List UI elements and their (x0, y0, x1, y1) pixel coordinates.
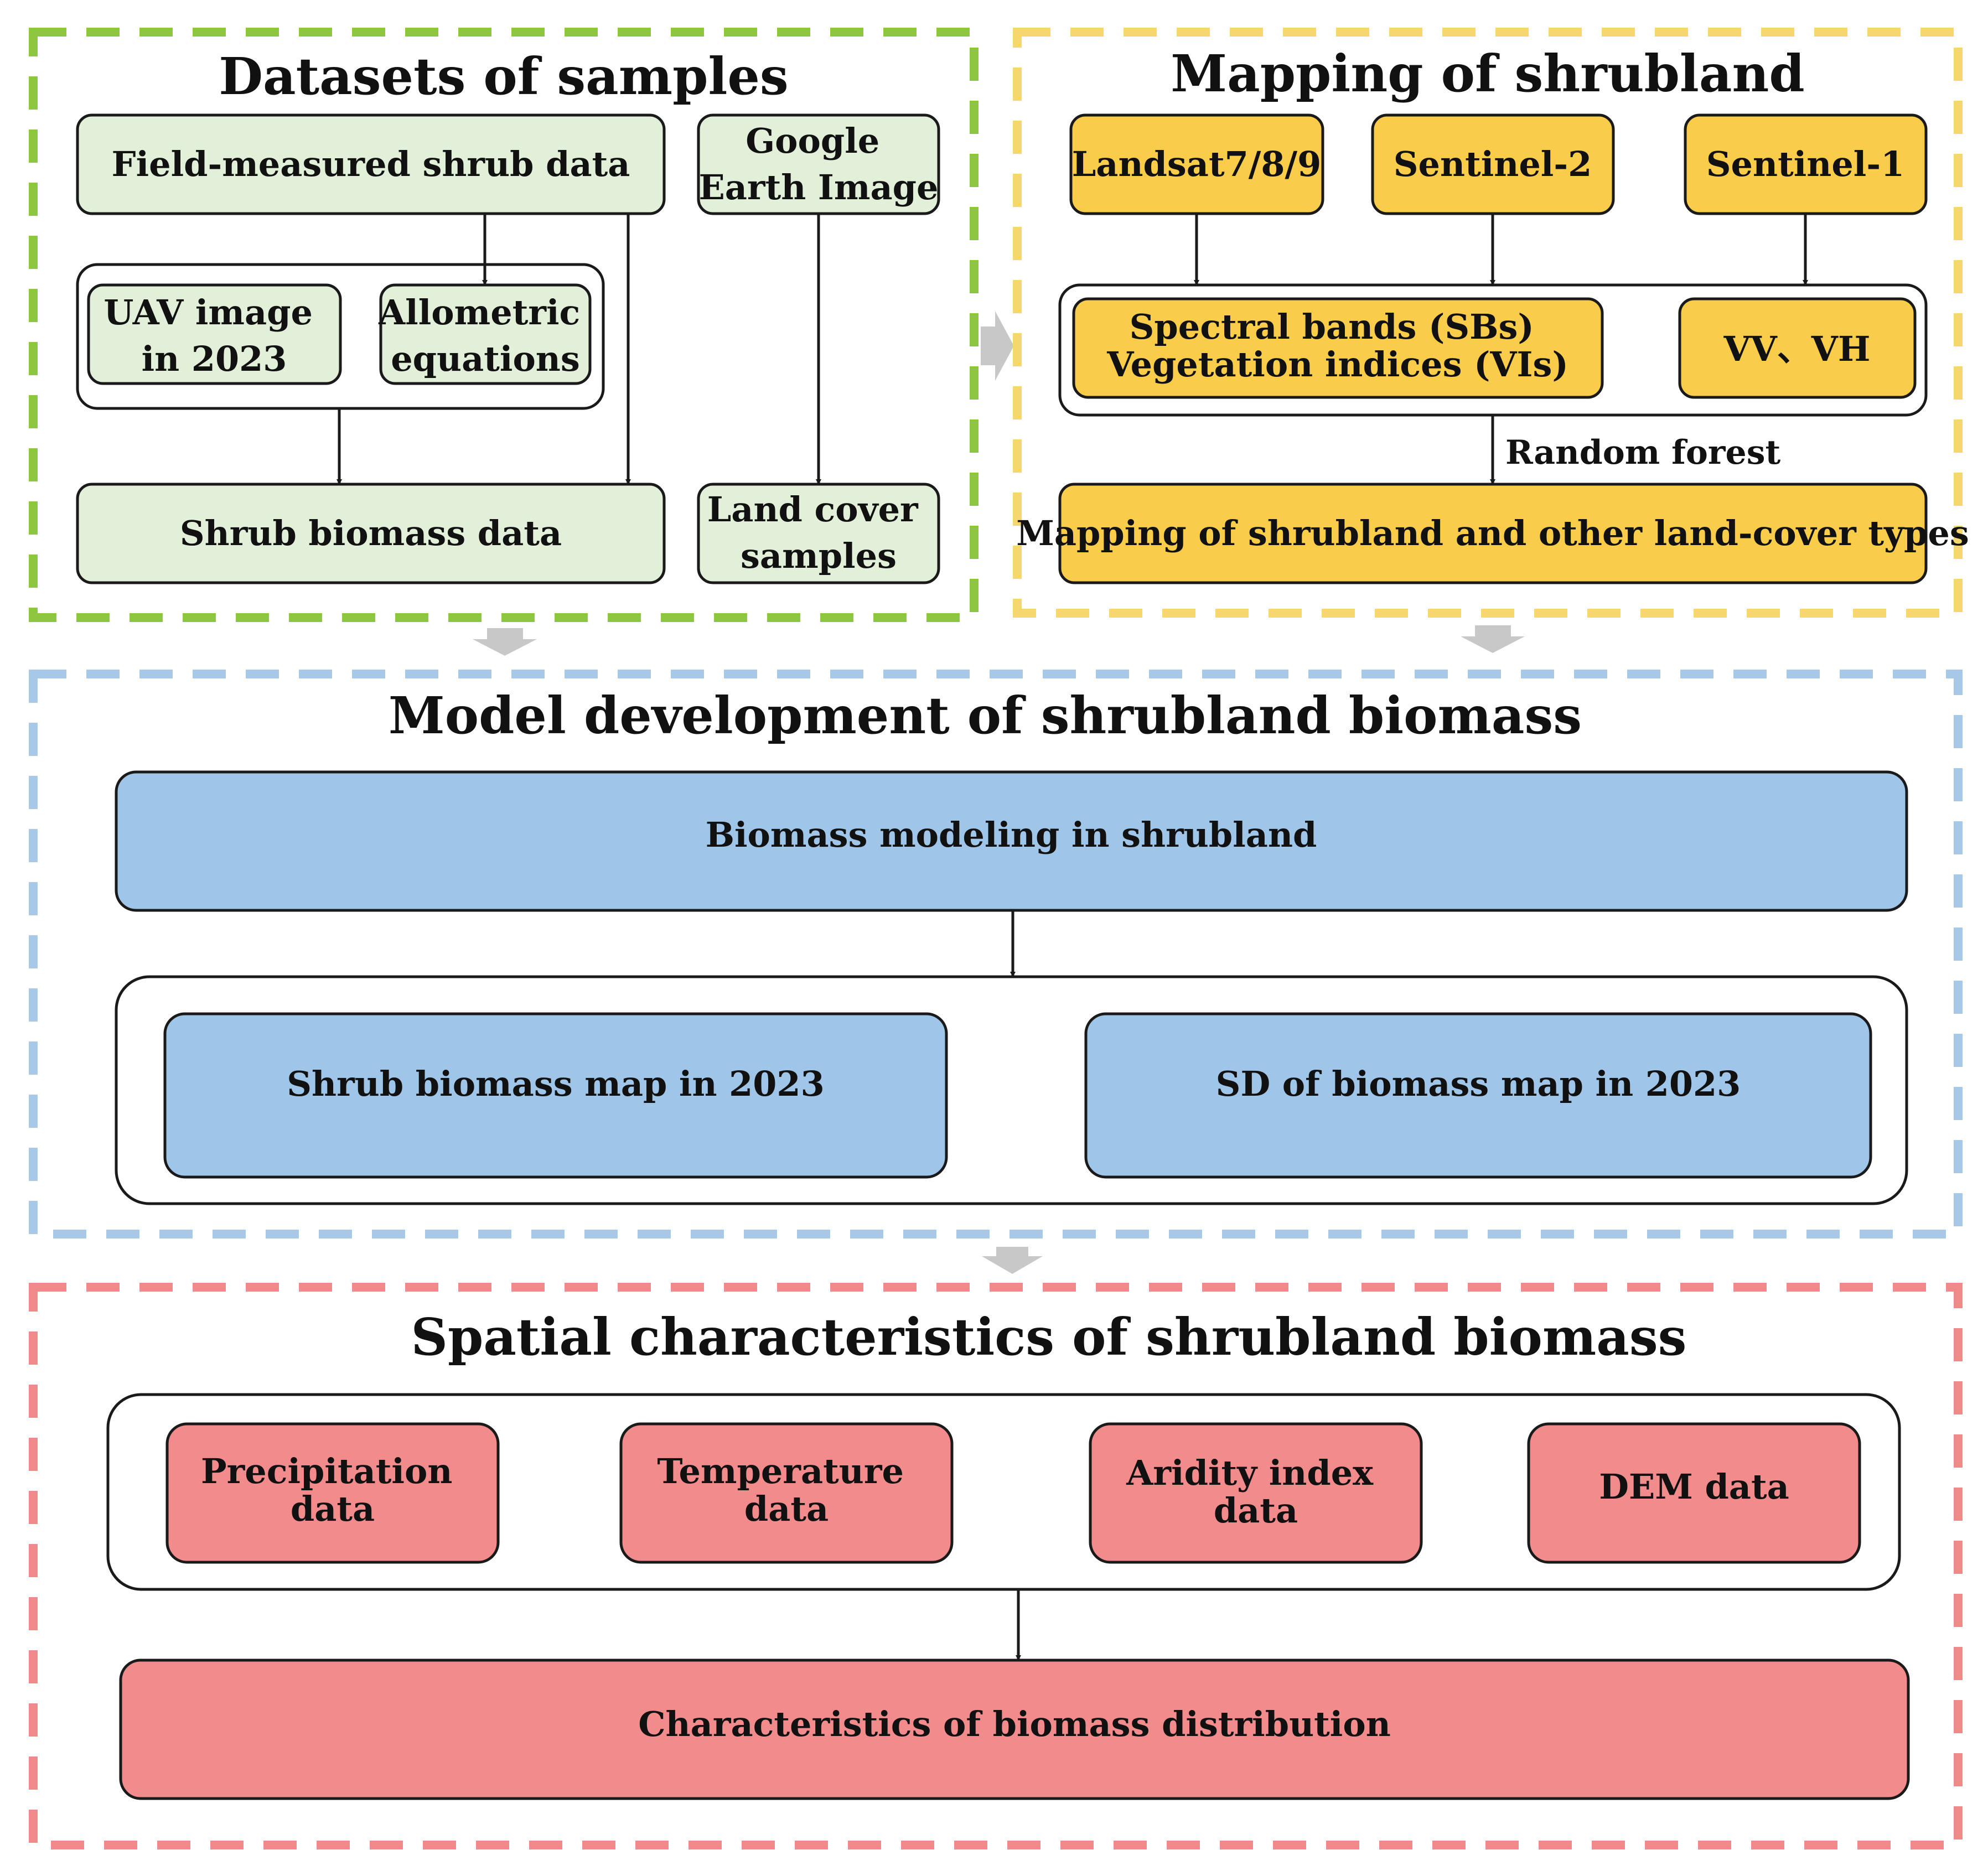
grey-arrow-mapping-to-model (1461, 625, 1525, 653)
biomass-distribution-label: Characteristics of biomass distribution (638, 1704, 1391, 1744)
google-earth-image-label: Google Earth Image (699, 121, 939, 208)
aridity-index-label: Aridity index data (1126, 1453, 1385, 1531)
spectral-bands-box (1072, 297, 1604, 399)
biomass-distribution-box (119, 1659, 1910, 1800)
grey-arrow-datasets-to-mapping (981, 311, 1014, 381)
aridity-line-2: data (1214, 1490, 1298, 1531)
precipitation-box (165, 1422, 500, 1564)
dem-data-label: DEM data (1599, 1466, 1789, 1507)
grey-arrow-model-to-spatial (982, 1247, 1043, 1274)
precipitation-line-1: Precipitation (201, 1451, 452, 1491)
aridity-index-box (1089, 1422, 1423, 1564)
uav-line-1: UAV image (103, 292, 313, 333)
allometric-line-2: equations (391, 339, 580, 379)
sentinel-2-label: Sentinel-2 (1394, 144, 1592, 184)
mapping-section-border (1013, 28, 1963, 618)
temperature-box (619, 1422, 954, 1564)
vv-vh-box (1678, 297, 1917, 399)
dem-data-box (1527, 1422, 1861, 1564)
datasets-section: Datasets of samples Field-measured shrub… (29, 28, 979, 622)
spatial-section: Spatial characteristics of shrubland bio… (29, 1283, 1963, 1849)
field-measured-shrub-data-label: Field-measured shrub data (112, 144, 630, 184)
temperature-line-2: data (744, 1489, 829, 1529)
uav-image-box (87, 283, 342, 385)
sd-biomass-map-label: SD of biomass map in 2023 (1216, 1064, 1741, 1104)
land-cover-line-1: Land cover (707, 489, 919, 530)
model-section: Model development of shrubland biomass B… (29, 670, 1963, 1238)
spatial-section-border (29, 1283, 1963, 1849)
drivers-group (106, 1393, 1901, 1591)
uav-line-2: in 2023 (142, 339, 287, 379)
allometric-line-1: Allometric (378, 292, 580, 333)
precipitation-label: Precipitation data (201, 1451, 464, 1529)
sd-biomass-map-box (1084, 1012, 1872, 1179)
sentinel-1-label: Sentinel-1 (1706, 144, 1904, 184)
model-section-title: Model development of shrubland biomass (389, 686, 1582, 745)
shrub-biomass-map-box (163, 1012, 948, 1179)
temperature-label: Temperature data (657, 1451, 915, 1529)
random-forest-label: Random forest (1505, 433, 1780, 472)
allometric-equations-label: Allometric equations (378, 292, 592, 379)
field-measured-shrub-data-box (76, 113, 666, 215)
grey-arrow-datasets-to-model (473, 628, 537, 656)
mapping-result-label: Mapping of shrubland and other land-cove… (1016, 513, 1969, 553)
temperature-line-1: Temperature (657, 1451, 904, 1491)
land-cover-samples-label: Land cover samples (707, 489, 930, 576)
model-section-border (29, 670, 1963, 1238)
spectral-line-1: Spectral bands (SBs) (1130, 307, 1534, 347)
aridity-line-1: Aridity index (1126, 1453, 1374, 1493)
datasets-section-border (29, 28, 979, 622)
spatial-section-title: Spatial characteristics of shrubland bio… (411, 1307, 1687, 1367)
spectral-bands-label: Spectral bands (SBs) Vegetation indices … (1106, 307, 1568, 385)
mapping-section: Mapping of shrubland Landsat7/8/9 Sentin… (1013, 28, 1969, 618)
land-cover-line-2: samples (741, 536, 897, 576)
mapping-section-title: Mapping of shrubland (1171, 44, 1804, 103)
datasets-section-title: Datasets of samples (219, 46, 788, 106)
spectral-line-2: Vegetation indices (VIs) (1106, 344, 1568, 385)
uav-image-label: UAV image in 2023 (103, 292, 324, 379)
google-earth-line-1: Google (746, 121, 879, 161)
shrub-biomass-data-label: Shrub biomass data (180, 513, 562, 553)
shrub-biomass-data-box (76, 483, 666, 584)
precipitation-line-2: data (291, 1489, 375, 1529)
biomass-modeling-label: Biomass modeling in shrubland (706, 815, 1317, 855)
google-earth-line-2: Earth Image (699, 167, 939, 208)
landsat-label: Landsat7/8/9 (1072, 144, 1322, 184)
vv-vh-label: VV、VH (1723, 329, 1871, 369)
shrub-biomass-map-label: Shrub biomass map in 2023 (287, 1064, 824, 1104)
